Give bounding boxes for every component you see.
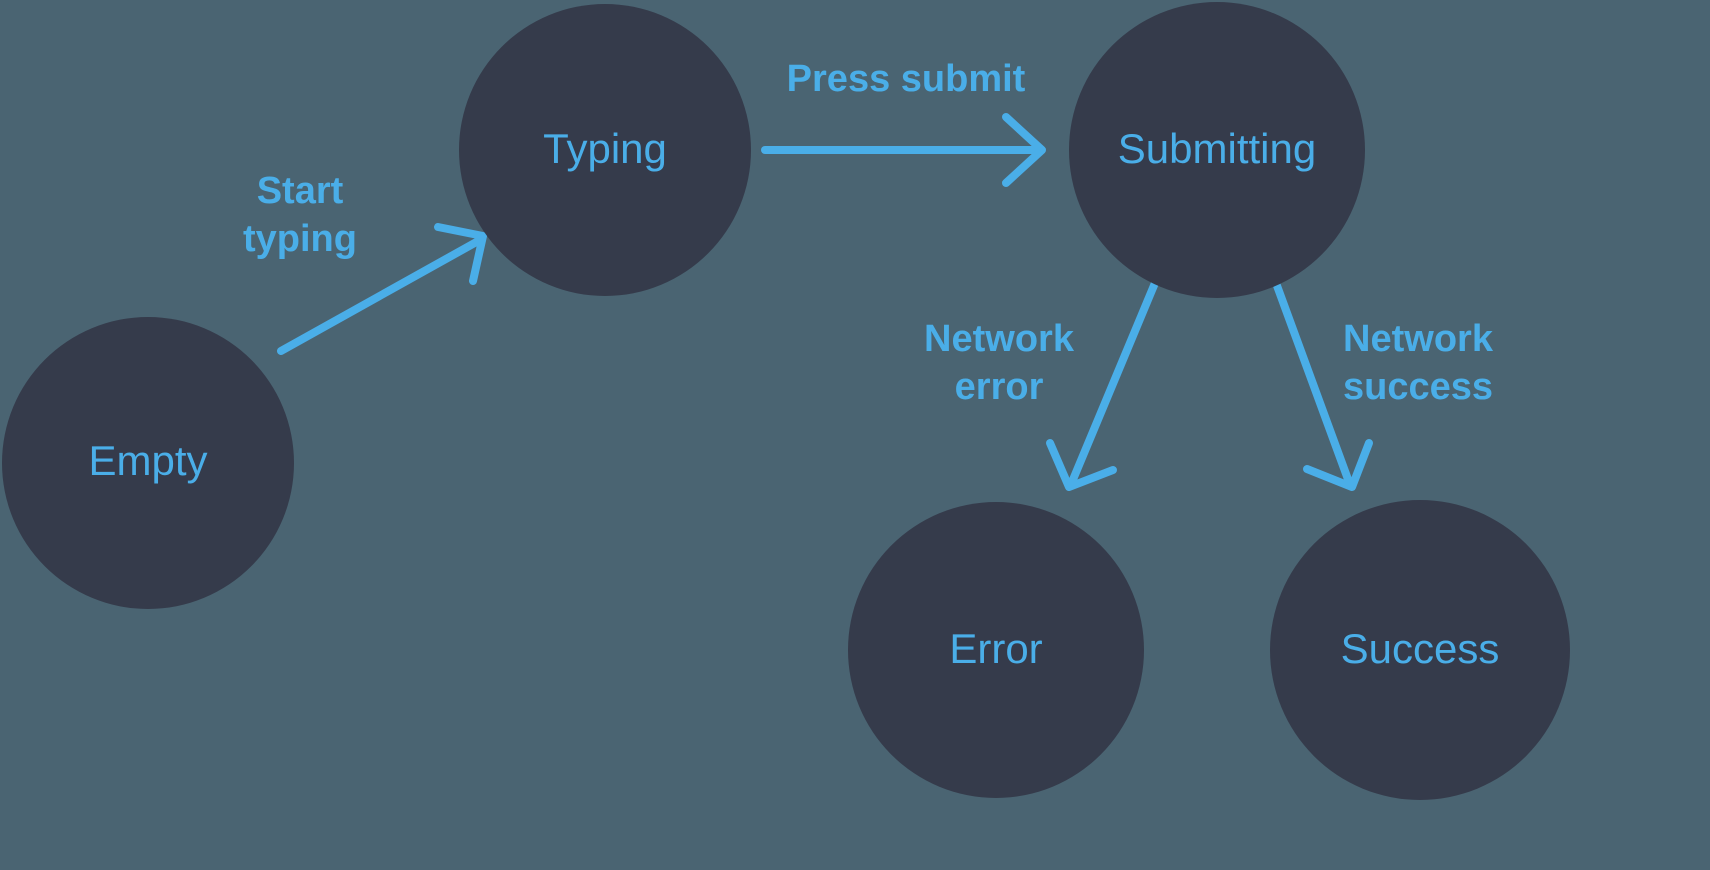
- edge-label-network-success: Network success: [1343, 318, 1494, 408]
- edge-empty-to-typing[interactable]: [277, 223, 487, 355]
- arrowhead-empty-to-typing: [434, 223, 487, 285]
- node-empty-circle: [2, 317, 294, 609]
- edge-label-start-typing-line1: Start: [257, 170, 344, 212]
- node-submitting-label: Submitting: [1118, 125, 1316, 172]
- node-typing-circle: [459, 4, 751, 296]
- arrowhead-typing-to-submitting: [1002, 113, 1046, 187]
- edge-line-empty-to-typing: [277, 236, 484, 355]
- node-error[interactable]: Error: [848, 502, 1144, 798]
- node-success-label: Success: [1341, 625, 1500, 672]
- edge-line-submitting-to-success: [1272, 279, 1353, 486]
- node-success-circle: [1270, 500, 1570, 800]
- edge-label-start-typing: Start typing: [243, 170, 357, 260]
- node-error-circle: [848, 502, 1144, 798]
- node-typing[interactable]: Typing: [459, 4, 751, 296]
- edge-label-press-submit-line1: Press submit: [787, 58, 1026, 100]
- edge-submitting-to-error[interactable]: [1046, 279, 1159, 491]
- edge-label-network-error: Network error: [924, 318, 1075, 408]
- arrowhead-submitting-to-error: [1046, 439, 1117, 491]
- node-empty-label: Empty: [88, 437, 207, 484]
- edge-label-network-error-line1: Network: [924, 318, 1075, 360]
- edge-label-network-error-line2: error: [955, 366, 1044, 408]
- node-submitting[interactable]: Submitting: [1069, 2, 1365, 298]
- edge-label-press-submit: Press submit: [787, 58, 1026, 100]
- node-success[interactable]: Success: [1270, 500, 1570, 800]
- node-submitting-circle: [1069, 2, 1365, 298]
- edge-label-network-success-line1: Network: [1343, 318, 1494, 360]
- edge-label-start-typing-line2: typing: [243, 218, 357, 260]
- arrowhead-submitting-to-success: [1303, 439, 1373, 491]
- edge-line-submitting-to-error: [1068, 279, 1159, 486]
- edge-submitting-to-success[interactable]: [1272, 279, 1373, 491]
- edge-typing-to-submitting[interactable]: [761, 113, 1046, 187]
- node-error-label: Error: [949, 625, 1042, 672]
- node-typing-label: Typing: [543, 125, 667, 172]
- node-empty[interactable]: Empty: [2, 317, 294, 609]
- edge-label-network-success-line2: success: [1343, 366, 1493, 408]
